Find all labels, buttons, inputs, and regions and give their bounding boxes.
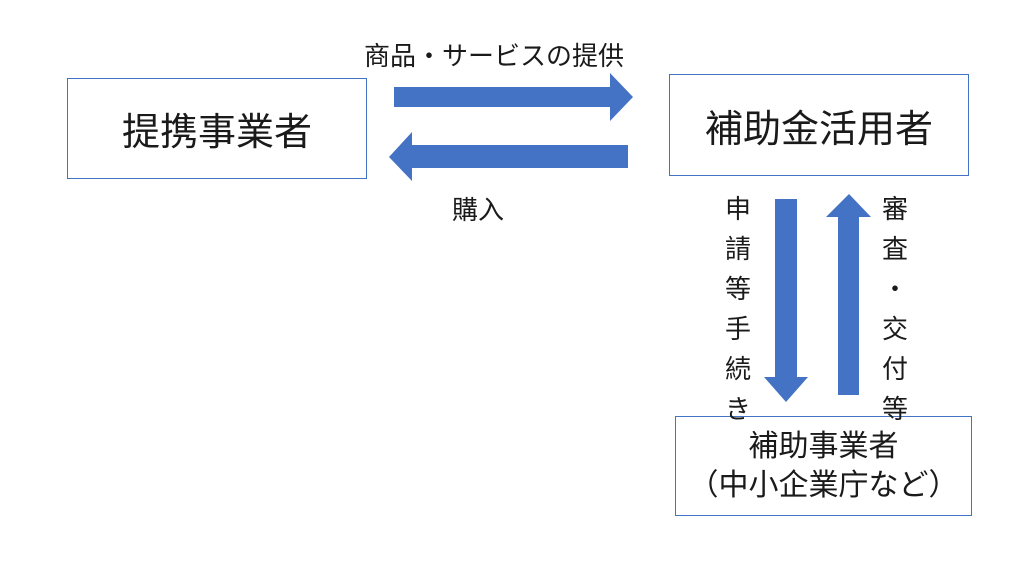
review-edge-label: 審 査 ・ 交 付 等 [881, 195, 908, 425]
apply-arrow [764, 199, 808, 402]
purchase-edge-label: 購入 [452, 196, 505, 226]
apply-edge-label: 申 請 等 手 続 き [724, 195, 751, 425]
provide-edge-label: 商品・サービスの提供 [364, 42, 625, 72]
subsidy-user-label: 補助金活用者 [704, 106, 933, 151]
provide-arrow [394, 73, 633, 121]
subsidy-operator-node: 補助事業者 （中小企業庁など） [675, 416, 972, 516]
subsidy-user-node: 補助金活用者 [669, 74, 969, 176]
partner-label: 提携事業者 [121, 110, 312, 154]
subsidy-operator-sublabel: （中小企業庁など） [688, 468, 959, 503]
purchase-arrow [389, 132, 628, 181]
partner-node: 提携事業者 [67, 78, 367, 179]
review-arrow [826, 194, 871, 395]
subsidy-operator-label: 補助事業者 [748, 429, 899, 464]
